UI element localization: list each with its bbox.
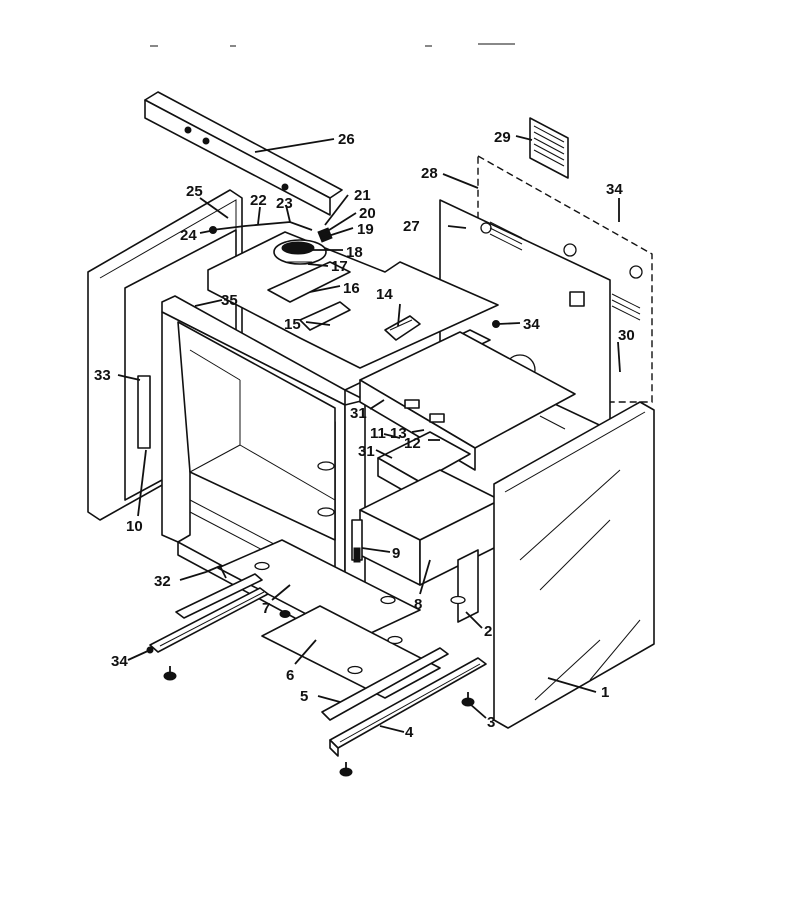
label-22: 22 bbox=[250, 192, 267, 209]
label-21: 21 bbox=[354, 187, 371, 204]
label-32: 32 bbox=[154, 573, 171, 590]
label-13: 13 bbox=[390, 425, 407, 442]
label-34-right-top: 34 bbox=[606, 181, 623, 198]
label-3: 3 bbox=[487, 714, 495, 731]
label-11: 11 bbox=[370, 425, 386, 442]
part-7-bottom-plate bbox=[217, 539, 421, 641]
label-7: 7 bbox=[262, 600, 270, 617]
label-35: 35 bbox=[221, 292, 238, 309]
label-4: 4 bbox=[405, 724, 414, 741]
top-scan-marks bbox=[150, 43, 515, 47]
label-29: 29 bbox=[494, 129, 511, 146]
part-8-lower-box bbox=[359, 469, 501, 586]
part-14-switch bbox=[384, 315, 421, 341]
part-left-rails bbox=[149, 573, 269, 653]
part-4-rail bbox=[329, 657, 487, 757]
label-33: 33 bbox=[94, 367, 111, 384]
label-34-center: 34 bbox=[523, 316, 540, 333]
label-1: 1 bbox=[601, 684, 609, 701]
part-labels: 1 2 3 4 5 6 7 8 9 10 11 12 13 14 15 16 1… bbox=[94, 129, 635, 741]
label-15: 15 bbox=[284, 316, 301, 333]
label-28: 28 bbox=[421, 165, 438, 182]
label-8: 8 bbox=[414, 596, 422, 613]
label-2: 2 bbox=[484, 623, 492, 640]
label-17: 17 bbox=[331, 258, 348, 275]
label-34-left-bottom: 34 bbox=[111, 653, 128, 670]
label-18: 18 bbox=[346, 244, 363, 261]
part-1-glass-door bbox=[493, 401, 655, 729]
label-27: 27 bbox=[403, 218, 420, 235]
label-12: 12 bbox=[404, 435, 421, 452]
part-26-top-trim bbox=[144, 91, 343, 216]
part-29-vent-grille bbox=[529, 117, 569, 179]
part-9-latch bbox=[351, 519, 363, 563]
label-6: 6 bbox=[286, 667, 294, 684]
label-23: 23 bbox=[276, 195, 293, 212]
label-5: 5 bbox=[300, 688, 308, 705]
part-32-clip bbox=[205, 564, 227, 579]
label-14: 14 bbox=[376, 286, 393, 303]
label-25: 25 bbox=[186, 183, 203, 200]
part-11-13-electronic-board bbox=[359, 331, 576, 471]
label-24: 24 bbox=[180, 227, 197, 244]
label-31-upper: 31 bbox=[350, 405, 367, 422]
part-2-lower-trim bbox=[450, 549, 479, 623]
label-26: 26 bbox=[338, 131, 355, 148]
part-22-24-wire bbox=[209, 221, 313, 234]
leader-lines bbox=[117, 135, 621, 733]
label-20: 20 bbox=[359, 205, 376, 222]
label-16: 16 bbox=[343, 280, 360, 297]
label-9: 9 bbox=[392, 545, 400, 562]
label-19: 19 bbox=[357, 221, 374, 238]
label-10: 10 bbox=[126, 518, 143, 535]
label-31-lower: 31 bbox=[358, 443, 375, 460]
part-18-21-burner-assembly bbox=[273, 227, 333, 265]
back-panel-vents bbox=[489, 221, 643, 321]
part-5-rail bbox=[321, 647, 449, 721]
part-top-cover-plate bbox=[207, 231, 499, 369]
label-30: 30 bbox=[618, 327, 635, 344]
